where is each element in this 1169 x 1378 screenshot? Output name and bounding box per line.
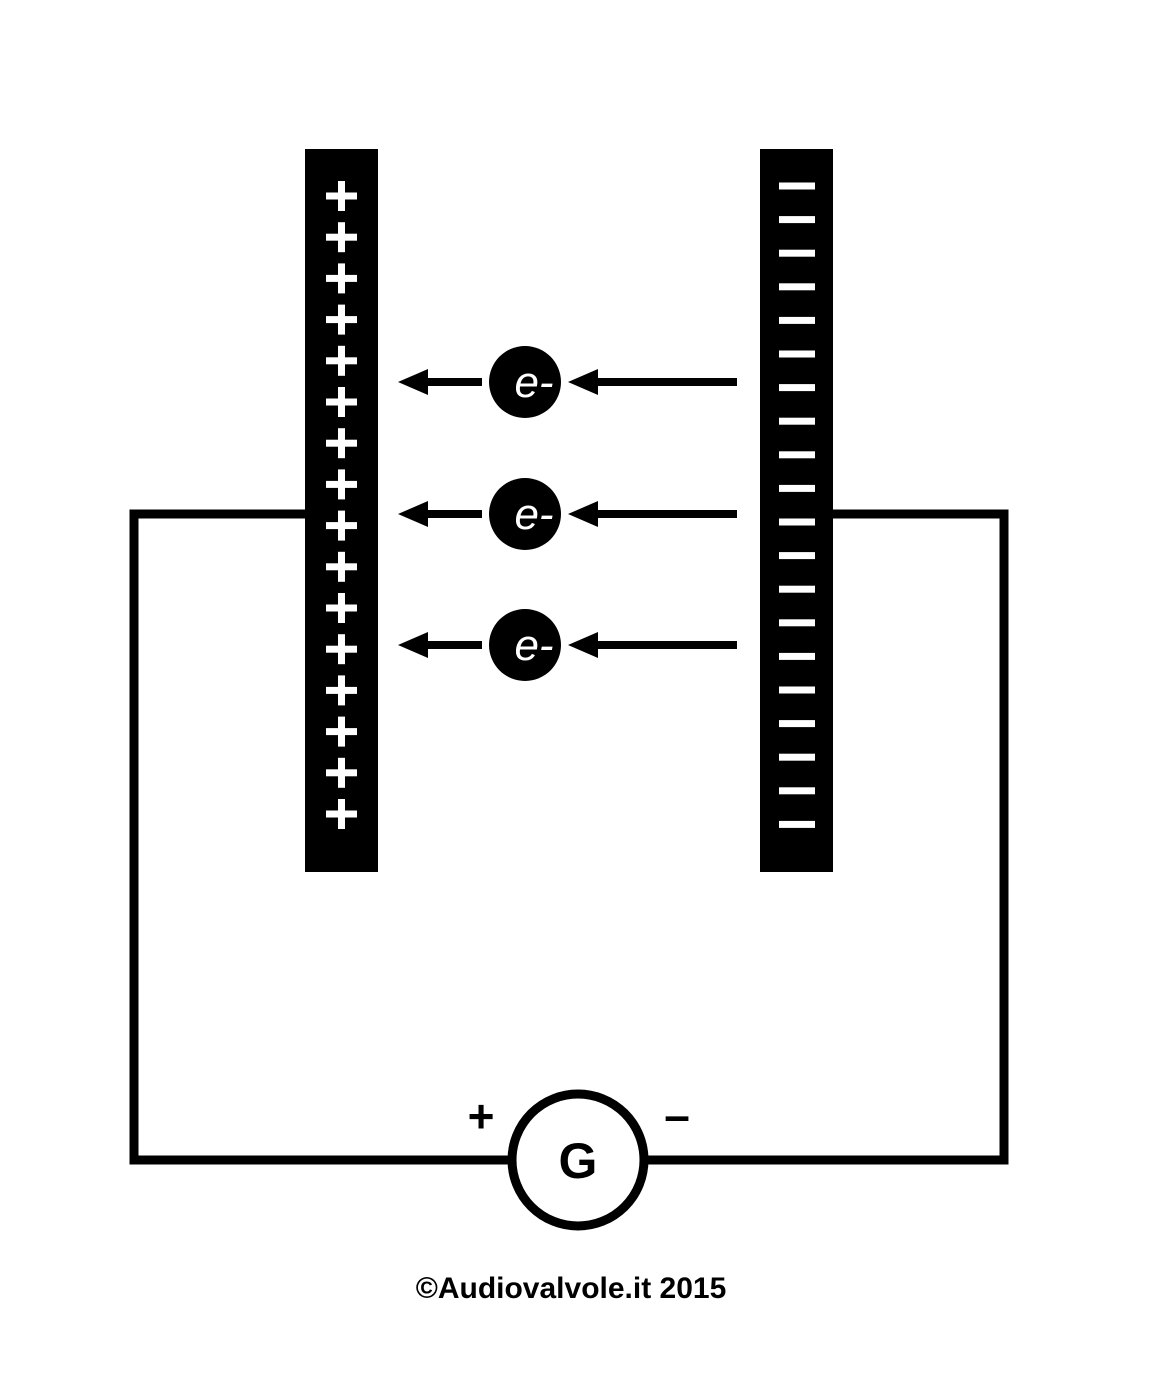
minus-charge [779, 249, 815, 257]
electron-label: e- [514, 621, 553, 670]
minus-charge [779, 350, 815, 358]
plus-charge [326, 757, 357, 788]
negative-charges [779, 182, 815, 828]
minus-charge [779, 518, 815, 526]
plus-charge [326, 263, 357, 294]
generator-positive-terminal: + [468, 1090, 495, 1142]
generator-label: G [559, 1133, 598, 1189]
electron-row: e- [398, 609, 737, 681]
minus-charge [779, 316, 815, 324]
minus-charge [779, 451, 815, 459]
electron-label: e- [514, 490, 553, 539]
electron-row: e- [398, 346, 737, 418]
minus-charge [779, 686, 815, 694]
minus-charge [779, 585, 815, 593]
plus-charge [326, 593, 357, 623]
plus-charge [326, 716, 357, 747]
arrow-head [398, 369, 428, 395]
electron-label: e- [514, 358, 553, 407]
generator: G + – [468, 1089, 690, 1231]
minus-charge [779, 216, 815, 224]
plus-charge [326, 799, 357, 829]
arrow-head [568, 632, 598, 658]
plus-charge [326, 345, 357, 376]
arrow-head [398, 632, 428, 658]
minus-charge [779, 283, 815, 291]
minus-charge [779, 182, 815, 190]
generator-negative-terminal: – [664, 1089, 690, 1141]
negative-plate [760, 149, 833, 872]
copyright-text: ©Audiovalvole.it 2015 [416, 1272, 727, 1305]
minus-charge [779, 417, 815, 425]
generator-circle [507, 1089, 649, 1231]
plus-charge [326, 510, 357, 541]
electron-circle [489, 346, 561, 418]
minus-charge [779, 484, 815, 492]
electron-row: e- [398, 478, 737, 550]
plus-charge [326, 387, 357, 417]
minus-charge [779, 720, 815, 728]
plus-charge [326, 675, 357, 706]
electron-circle [489, 478, 561, 550]
circuit-wire [129, 509, 1009, 1165]
plus-charge [326, 222, 357, 253]
arrow-head [568, 501, 598, 527]
electron-flow: e-e-e- [398, 346, 737, 681]
arrow-head [568, 369, 598, 395]
minus-charge [779, 652, 815, 660]
plus-charge [326, 428, 357, 459]
plus-charge [326, 469, 357, 500]
plus-charge [326, 304, 357, 335]
minus-charge [779, 753, 815, 761]
minus-charge [779, 820, 815, 828]
minus-charge [779, 787, 815, 795]
minus-charge [779, 552, 815, 560]
electron-circle [489, 609, 561, 681]
minus-charge [779, 619, 815, 627]
plus-charge [326, 634, 357, 665]
minus-charge [779, 384, 815, 392]
positive-charges [326, 181, 357, 829]
plus-charge [326, 551, 357, 582]
plus-charge [326, 181, 357, 211]
arrow-head [398, 501, 428, 527]
